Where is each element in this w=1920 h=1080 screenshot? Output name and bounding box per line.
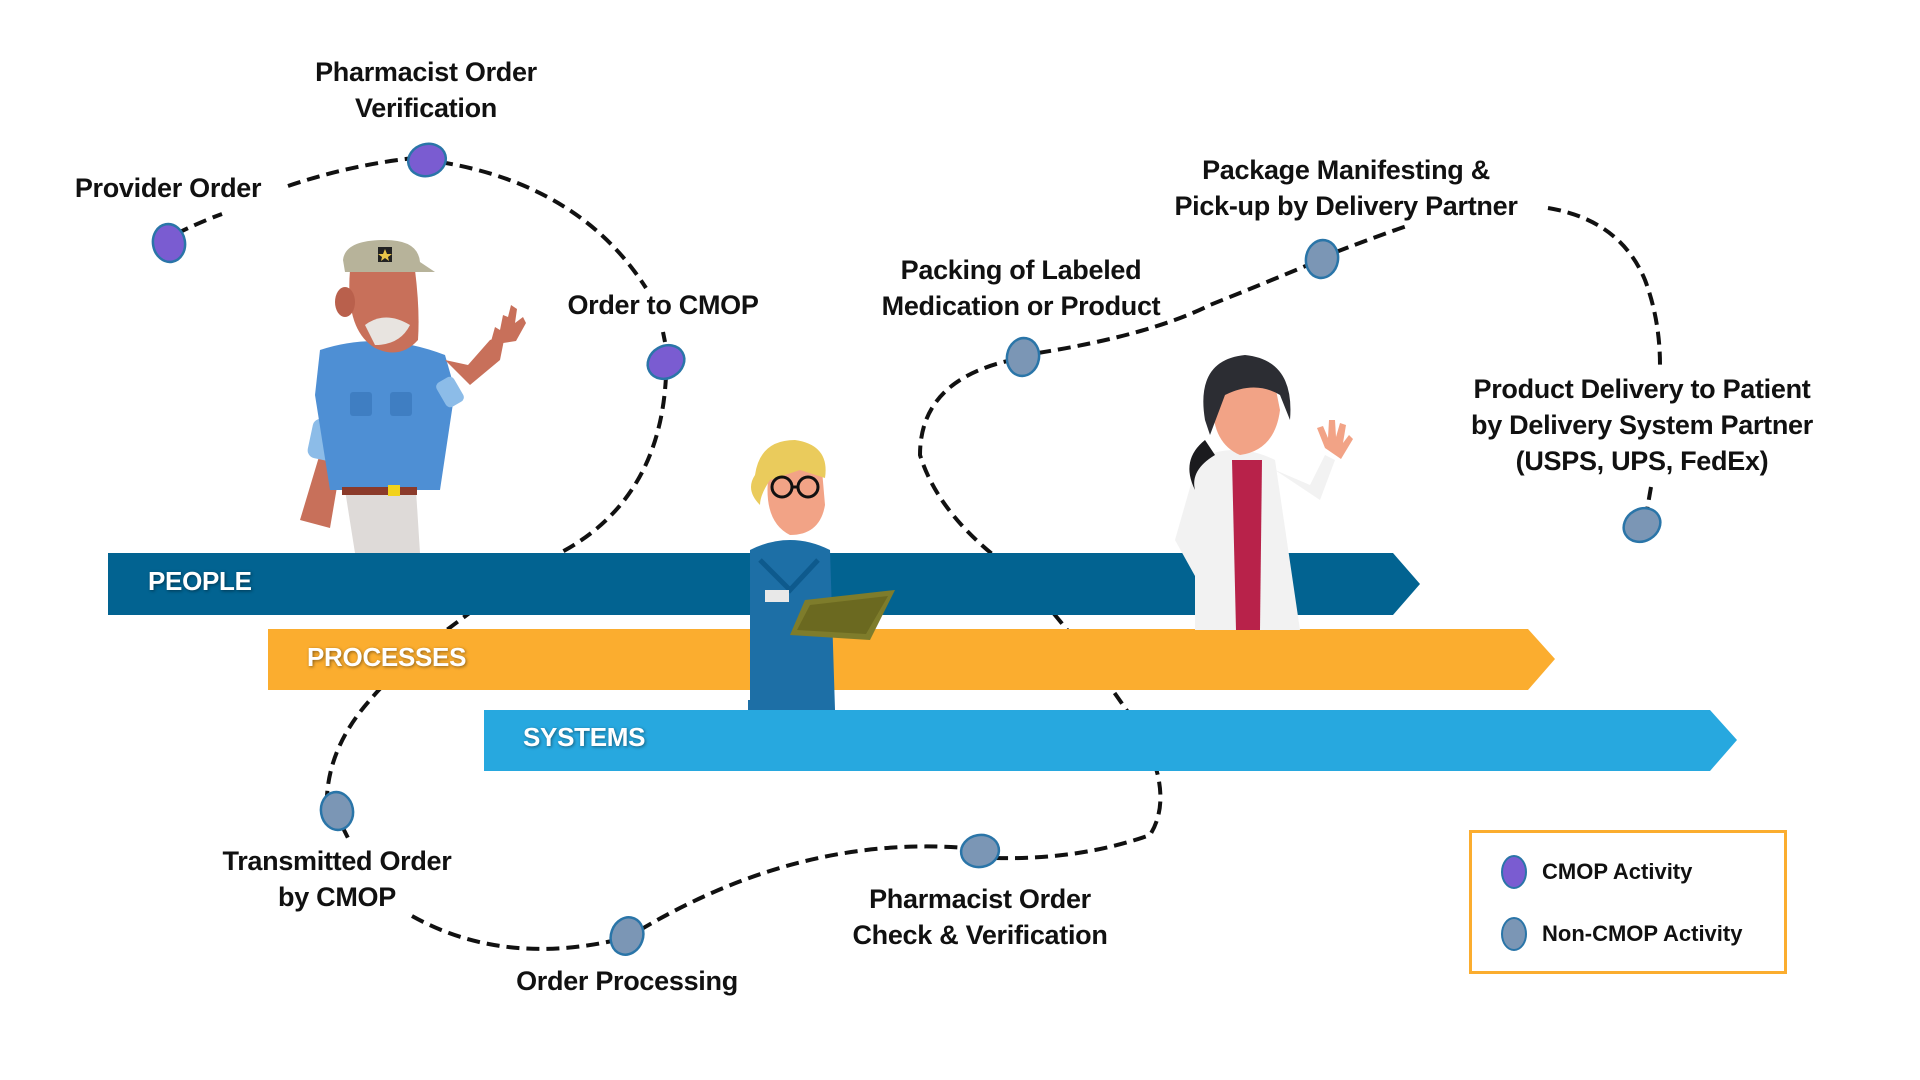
band-label-processes: PROCESSES: [307, 642, 467, 672]
node-product-delivery: [1622, 506, 1662, 544]
node-provider-order: [151, 222, 187, 264]
legend-item-cmop: CMOP Activity: [1500, 853, 1692, 891]
path-segment-verification-to-cmop: [439, 160, 648, 290]
node-pharmacist-order-verification: [406, 142, 448, 178]
path-segment-delivery-tail: [1645, 486, 1653, 511]
label-line: Packing of Labeled: [900, 255, 1142, 285]
label-line: Package Manifesting &: [1202, 155, 1490, 185]
path-segment-processing-to-check: [638, 844, 967, 932]
step-label-package-manifesting: Package Manifesting & Pick-up by Deliver…: [1174, 152, 1517, 224]
band-processes: [268, 629, 1555, 690]
veteran-illustration: [300, 240, 526, 553]
step-label-order-to-cmop: Order to CMOP: [567, 287, 758, 323]
path-segment-cmop-to-transmitted: [325, 375, 668, 797]
step-label-packing: Packing of Labeled Medication or Product: [882, 252, 1161, 324]
step-label-pharmacist-order-verification: Pharmacist Order Verification: [315, 54, 537, 126]
legend: CMOP Activity Non-CMOP Activity: [1469, 830, 1787, 974]
node-packing: [1005, 336, 1041, 378]
pharmacist-illustration: [1175, 355, 1353, 630]
nodes: [151, 142, 1662, 956]
legend-label-cmop: CMOP Activity: [1542, 859, 1693, 884]
path-segment-transmitted-to-processing: [411, 914, 613, 951]
step-label-order-processing: Order Processing: [516, 963, 738, 999]
step-label-pharmacist-order-check: Pharmacist Order Check & Verification: [852, 881, 1107, 953]
label-line: Provider Order: [74, 173, 262, 203]
path-segment-packing-to-manifest: [1037, 263, 1309, 355]
step-label-transmitted-order: Transmitted Order by CMOP: [223, 843, 452, 915]
cmop-dot-icon: [1501, 855, 1527, 889]
label-line: Check & Verification: [852, 920, 1108, 950]
non-cmop-dot-icon: [1501, 917, 1527, 951]
path-segment-cmop-down: [661, 331, 667, 343]
band-label-systems: SYSTEMS: [523, 722, 646, 752]
node-order-to-cmop: [646, 343, 686, 381]
legend-item-non-cmop: Non-CMOP Activity: [1500, 915, 1742, 953]
node-transmitted-order: [319, 790, 355, 832]
node-order-processing: [609, 916, 645, 956]
label-line: Order to CMOP: [567, 290, 759, 320]
step-label-provider-order: Provider Order: [74, 170, 262, 206]
label-line: Medication or Product: [881, 291, 1161, 321]
legend-label-non-cmop: Non-CMOP Activity: [1542, 921, 1743, 946]
label-line: (USPS, UPS, FedEx): [1515, 446, 1769, 476]
label-line: Pharmacist Order: [869, 884, 1091, 914]
node-pharmacist-order-check: [959, 833, 1001, 869]
label-line: by Delivery System Partner: [1471, 410, 1813, 440]
step-label-product-delivery: Product Delivery to Patient by Delivery …: [1471, 371, 1813, 479]
label-line: Pharmacist Order: [315, 57, 537, 87]
band-systems: [484, 710, 1737, 771]
label-line: Transmitted Order: [222, 846, 452, 876]
label-line: by CMOP: [278, 882, 396, 912]
label-line: Order Processing: [516, 966, 738, 996]
path-segment-provider: [175, 212, 223, 236]
node-package-manifesting: [1304, 238, 1340, 280]
label-line: Product Delivery to Patient: [1473, 374, 1811, 404]
label-line: Verification: [355, 93, 497, 123]
band-label-people: PEOPLE: [148, 566, 252, 596]
bands: [108, 553, 1737, 771]
path-segment-manifest-to-delivery: [1547, 206, 1662, 366]
path-segment-provider-to-verification: [287, 156, 415, 188]
path-segment-manifest-tail: [1335, 223, 1411, 254]
nurse-illustration: [748, 440, 895, 710]
label-line: Pick-up by Delivery Partner: [1174, 191, 1518, 221]
